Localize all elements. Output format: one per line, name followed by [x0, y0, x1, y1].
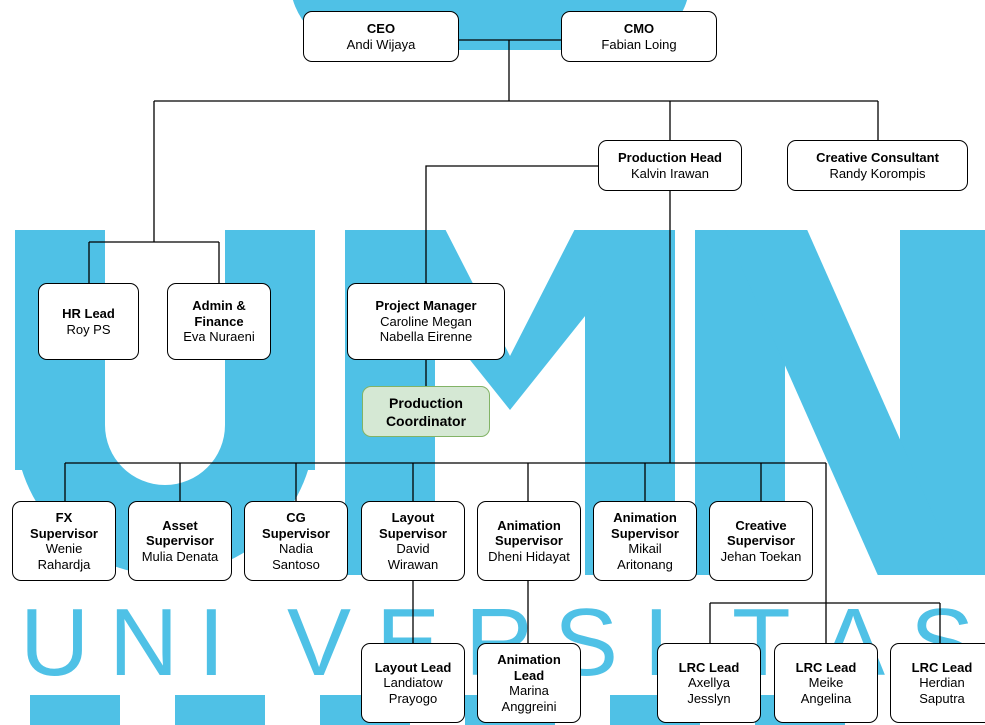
node-title: HR Lead [62, 306, 115, 321]
node-person-name: Eva Nuraeni [183, 329, 255, 345]
node-title: Creative Supervisor [727, 517, 795, 549]
node-title: LRC Lead [911, 659, 973, 675]
node-person-name: Caroline Megan [380, 313, 472, 329]
node-person-name: Andi Wijaya [346, 36, 416, 52]
node-title: LRC Lead [678, 659, 740, 675]
node-person-name: Nabella Eirenne [379, 329, 473, 345]
node-title: Layout Lead [374, 659, 452, 675]
node-person-name: Wirawan [387, 556, 439, 572]
node-title: Production Coordinator [385, 394, 467, 429]
node-person-name: Santoso [272, 556, 320, 572]
node-person-name: Wenie [45, 541, 83, 556]
node-person-name: Prayogo [388, 690, 438, 706]
node-person-name: Landiatow [383, 675, 443, 691]
watermark-letter: U [20, 589, 140, 696]
node-title: CMO [623, 21, 655, 36]
node-person-name: Fabian Loing [601, 36, 677, 52]
node-person-name: Marina [509, 683, 549, 698]
node-title: Admin & Finance [192, 298, 246, 329]
node-title: Creative Consultant [816, 150, 939, 165]
node-title: Animation Supervisor [495, 517, 563, 549]
node-person-name: Jesslyn [687, 690, 731, 706]
node-person-name: Meike [808, 675, 844, 691]
node-person-name: Jehan Toekan [720, 548, 802, 564]
node-person-name: Mulia Denata [141, 548, 219, 564]
node-person-name: Aritonang [617, 556, 673, 572]
node-title: LRC Lead [795, 659, 857, 675]
node-person-name: Angelina [800, 690, 852, 706]
node-person-name: Roy PS [66, 321, 111, 337]
watermark-letter: V [287, 589, 402, 696]
node-title: Animation Supervisor [611, 510, 679, 541]
node-title: Layout Supervisor [379, 510, 447, 541]
node-person-name: Anggreini [501, 698, 557, 714]
node-person-name: Randy Korompis [829, 165, 926, 181]
node-person-name: David [396, 541, 430, 556]
watermark-letter: N [109, 589, 229, 696]
watermark-letter: I [198, 589, 275, 696]
node-person-name: Herdian [919, 675, 965, 691]
node-title: CG Supervisor [262, 510, 330, 541]
node-title: FX Supervisor [30, 510, 98, 541]
node-person-name: Axellya [688, 675, 730, 691]
node-title: Animation Lead [497, 652, 561, 683]
connector-project-manager [425, 165, 598, 283]
node-person-name: Saputra [919, 690, 965, 706]
node-title: Project Manager [375, 298, 477, 314]
node-title: Asset Supervisor [146, 517, 214, 549]
node-production-coordinator[interactable]: Production Coordinator [362, 386, 490, 437]
node-person-name: Mikail [628, 541, 662, 556]
node-person-name: Rahardja [37, 556, 91, 572]
node-person-name: Dheni Hidayat [488, 548, 570, 564]
node-person-name: Nadia [279, 541, 313, 556]
node-title: Production Head [617, 150, 722, 165]
node-person-name: Kalvin Irawan [630, 165, 710, 181]
node-title: CEO [366, 21, 396, 36]
